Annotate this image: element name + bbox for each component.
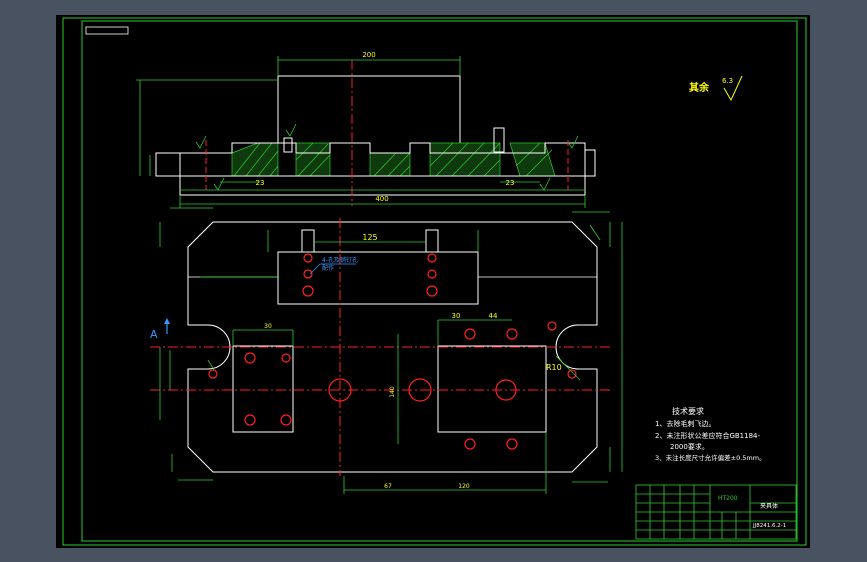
hole xyxy=(506,328,518,340)
pin-left xyxy=(283,137,293,153)
dim-hole-spacing: 125 xyxy=(362,233,377,242)
top-block xyxy=(277,251,479,305)
dim-bottom-length: 400 xyxy=(375,195,388,203)
hole xyxy=(567,369,577,379)
boss-outline xyxy=(277,75,461,143)
title-block xyxy=(635,484,797,540)
plan-holes xyxy=(208,253,577,450)
dim-30a: 30 xyxy=(452,312,461,320)
chamfer-lines xyxy=(187,221,214,248)
hole xyxy=(303,253,313,263)
dim-radius: R10 xyxy=(546,363,562,372)
hole xyxy=(427,253,437,263)
plate-outline xyxy=(187,221,598,473)
technical-requirements: 技术要求 1、去除毛刺飞边。 2、未注形状公差应符合GB1184- 2000要求… xyxy=(655,406,766,462)
inner-frame xyxy=(81,20,798,542)
hole xyxy=(426,285,438,297)
hole xyxy=(464,438,476,450)
plan-view: 125 30 44 30 R10 67 120 140 4-孔及销钉孔 配作 A xyxy=(150,207,623,494)
tech-req-item: 3、未注长度尺寸允许偏差±0.5mm。 xyxy=(655,453,766,462)
section-marker-label: A xyxy=(150,328,158,341)
section-dimensions xyxy=(136,56,586,208)
dim-44: 44 xyxy=(489,312,498,320)
drawing-code-box xyxy=(85,26,129,35)
drawing-canvas xyxy=(56,15,810,548)
right-block xyxy=(437,345,547,433)
roughness-value: 6.3 xyxy=(722,77,733,85)
dim-side-height: 140 xyxy=(389,386,396,398)
slot-right xyxy=(425,229,439,252)
dim-30b: 30 xyxy=(264,323,272,330)
hole xyxy=(302,285,314,297)
roughness-symbol-group: 其余 6.3 xyxy=(689,75,743,102)
leader-line xyxy=(309,263,321,275)
hole xyxy=(244,352,256,364)
dim-120: 120 xyxy=(458,483,470,490)
left-block xyxy=(232,345,294,433)
dim-67: 67 xyxy=(384,483,392,490)
hole xyxy=(464,328,476,340)
right-lug xyxy=(584,149,596,177)
plan-center-lines xyxy=(150,218,610,476)
tech-req-item: 1、去除毛刺飞边。 xyxy=(655,419,715,428)
title-drawing-no: JJ8241.6.2-1 xyxy=(752,523,786,529)
tech-req-title: 技术要求 xyxy=(672,406,704,416)
tech-req-item: 2000要求。 xyxy=(670,442,709,451)
hole xyxy=(208,369,218,379)
base-outline xyxy=(179,142,586,196)
plan-dimensions xyxy=(159,207,623,494)
hole xyxy=(303,269,313,279)
hole xyxy=(244,414,256,426)
title-part-name: 夹具体 xyxy=(760,502,778,510)
dim-section-23-left: 23 xyxy=(256,179,265,187)
section-arrow-head-icon xyxy=(164,318,170,324)
hole xyxy=(281,353,291,363)
hole xyxy=(506,438,518,450)
hole xyxy=(280,414,292,426)
dim-top-length: 200 xyxy=(362,51,375,59)
hole xyxy=(547,321,557,331)
pin-right xyxy=(493,127,505,153)
title-material: HT200 xyxy=(718,495,738,502)
left-lug xyxy=(155,152,181,177)
outer-frame xyxy=(62,17,807,546)
dim-section-23-right: 23 xyxy=(506,179,515,187)
slot-left xyxy=(301,229,315,252)
roughness-marks xyxy=(195,123,579,191)
leader-note-line1: 4-孔及销钉孔 xyxy=(322,256,358,264)
large-bores xyxy=(328,378,517,402)
roughness-label: 其余 xyxy=(689,81,710,94)
hole xyxy=(427,269,437,279)
section-view: 200 400 23 23 xyxy=(136,51,596,208)
tech-req-item: 2、未注形状公差应符合GB1184- xyxy=(655,431,760,440)
leader-note-line2: 配作 xyxy=(322,264,334,272)
roughness-check-icon xyxy=(723,75,743,102)
